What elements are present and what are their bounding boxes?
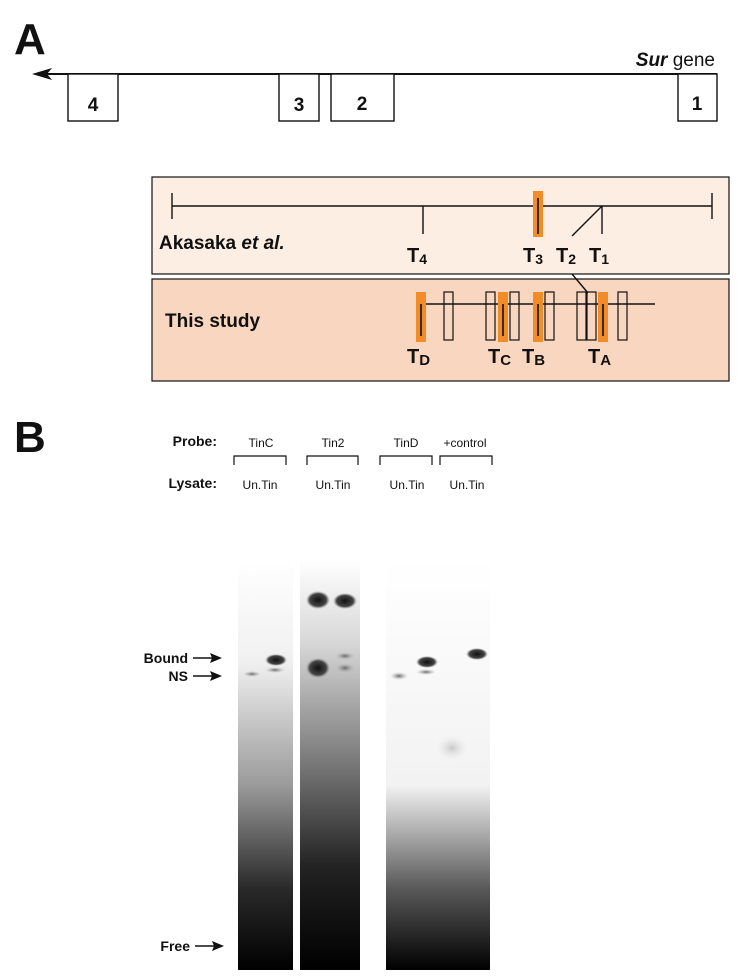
gene-arrowhead [32,68,52,80]
bound-arrow-icon [210,653,222,663]
ns-label-group: NS [169,668,222,684]
gel-strip-tinc [238,560,293,970]
lysate-4: Un.Tin [450,478,485,492]
panel-b-letter: B [14,413,46,462]
svg-text:4: 4 [88,95,99,116]
gel-strip-tind-control [386,560,490,970]
akasaka-box: Akasaka et al. T4 T3 T2 T1 [151,176,730,275]
akasaka-label: Akasaka et al. [159,233,285,254]
bracket-tinc [233,455,287,465]
probe-tind: TinD [394,436,419,450]
site-t1: T1 [589,245,609,267]
free-arrow-icon [212,941,224,951]
ns-label: NS [169,668,188,684]
bracket-control [439,455,493,465]
lysate-2: Un.Tin [316,478,351,492]
site-t4: T4 [407,245,427,267]
gene-title: Sur gene [636,50,715,71]
ns-arrow-icon [210,671,222,681]
bound-label: Bound [144,650,188,666]
svg-text:3: 3 [294,95,305,116]
svg-text:2: 2 [357,94,368,115]
site-t3: T3 [523,245,543,267]
probe-label: Probe: [173,433,217,449]
site-tb: TB [522,346,545,369]
bracket-tind [379,455,433,465]
gel-strip-tin2 [300,560,360,970]
gene-suffix: gene [667,50,715,71]
site-td: TD [407,346,430,369]
lysate-label: Lysate: [168,475,217,491]
site-t2: T2 [556,245,576,267]
site-tc: TC [488,346,511,369]
gel-image [238,560,490,970]
site-ta: TA [588,346,611,369]
bracket-tin2 [306,455,359,465]
gene-name: Sur [636,50,669,71]
exon-3: 3 [278,73,320,122]
lysate-1: Un.Tin [243,478,278,492]
panel-a-letter: A [14,15,46,64]
lysate-3: Un.Tin [390,478,425,492]
exon-1: 1 [677,73,718,122]
free-label: Free [160,938,190,954]
free-label-group: Free [160,938,224,954]
probe-tin2: Tin2 [322,436,345,450]
bound-label-group: Bound [144,650,222,666]
exon-2: 2 [330,73,395,122]
this-study-label: This study [165,311,260,332]
probe-control: +control [443,436,486,450]
svg-text:1: 1 [692,94,703,115]
probe-tinc: TinC [249,436,274,450]
exon-4: 4 [67,73,119,122]
this-study-box: This study TD TC TB TA [151,273,730,382]
